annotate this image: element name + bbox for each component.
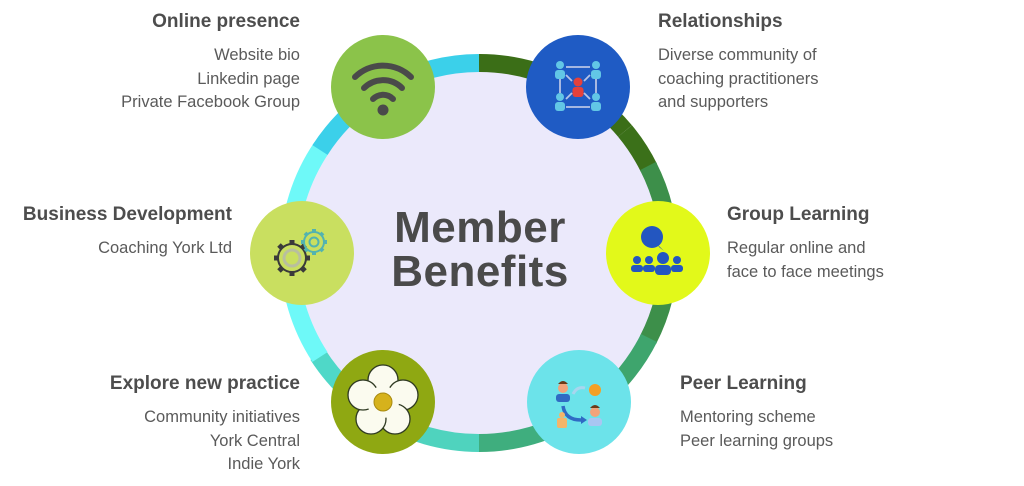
gears-icon xyxy=(274,229,327,276)
benefit-relationships: Relationships Diverse community of coach… xyxy=(658,10,819,115)
benefit-group-learning: Group Learning Regular online and face t… xyxy=(727,203,884,284)
benefit-line: Mentoring scheme xyxy=(680,408,816,426)
benefit-title: Group Learning xyxy=(727,204,870,225)
group-learning-badge xyxy=(606,201,710,305)
benefit-line: Linkedin page xyxy=(197,69,300,88)
benefit-online-presence: Online presence Website bio Linkedin pag… xyxy=(121,10,300,115)
center-title-line2: Benefits xyxy=(391,247,569,296)
benefit-title: Relationships xyxy=(658,11,783,32)
wifi-icon xyxy=(352,62,414,116)
center-disc xyxy=(289,63,669,443)
benefit-line: Website bio xyxy=(214,46,300,64)
center-title-line1: Member xyxy=(394,203,566,252)
benefit-line: Community initiatives xyxy=(144,408,300,426)
benefit-title: Business Development xyxy=(22,204,232,225)
benefit-peer-learning: Peer Learning Mentoring scheme Peer lear… xyxy=(680,372,833,453)
benefit-title: Peer Learning xyxy=(680,373,807,394)
benefit-line: Peer learning groups xyxy=(680,431,834,450)
business-development-badge xyxy=(250,201,354,305)
benefit-line: Private Facebook Group xyxy=(121,93,300,111)
benefit-title: Explore new practice xyxy=(109,373,300,394)
benefit-line: Coaching York Ltd xyxy=(98,239,232,257)
network-people-icon xyxy=(555,61,601,111)
explore-new-practice-badge xyxy=(331,350,435,454)
benefit-title: Online presence xyxy=(152,11,300,32)
benefit-line: face to face meetings xyxy=(727,262,884,281)
peer-learning-badge xyxy=(527,350,631,454)
group-chat-icon xyxy=(631,226,683,275)
benefit-line: Regular online and xyxy=(727,239,866,257)
mentoring-exchange-icon xyxy=(556,381,602,428)
benefit-line: Diverse community of xyxy=(658,46,817,64)
yorkshire-rose-icon xyxy=(347,364,419,435)
benefit-line: York Central xyxy=(209,431,300,450)
center-title: Member Benefits xyxy=(330,206,630,294)
online-presence-badge xyxy=(331,35,435,139)
benefit-explore-new-practice: Explore new practice Community initiativ… xyxy=(110,372,300,477)
benefit-line: coaching practitioners xyxy=(658,69,819,88)
benefit-business-development: Business Development Coaching York Ltd xyxy=(23,203,232,261)
relationships-badge xyxy=(526,35,630,139)
benefit-line: and supporters xyxy=(658,93,769,111)
benefit-line: Indie York xyxy=(227,455,300,473)
